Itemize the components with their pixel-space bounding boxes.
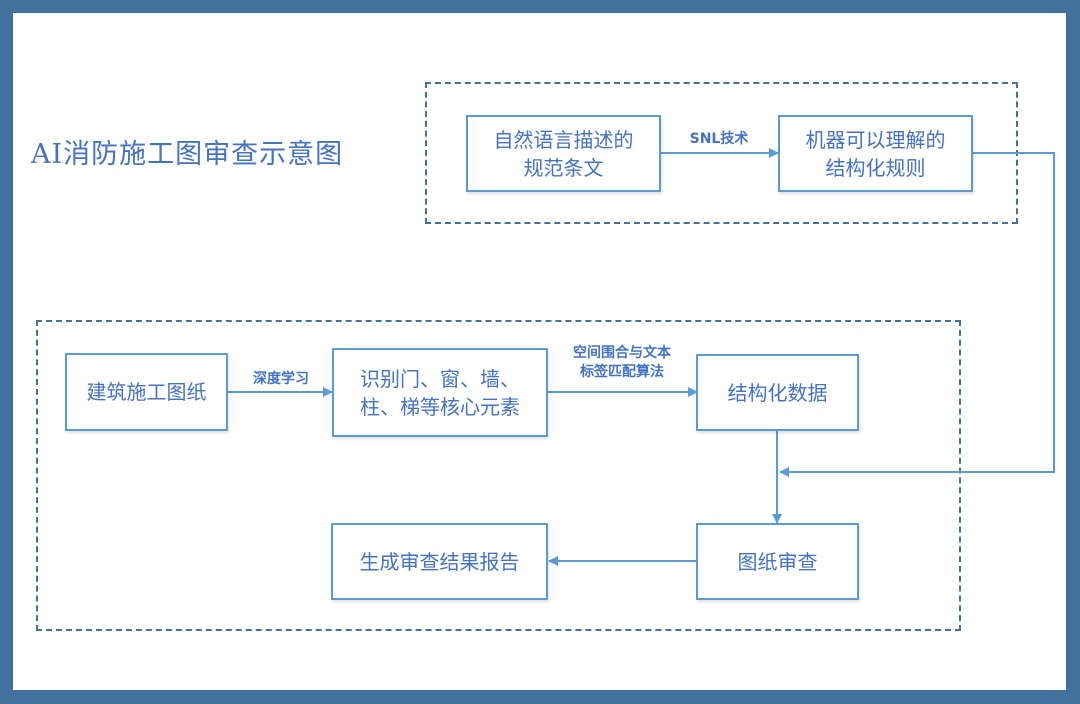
node-machine-rules: 机器可以理解的 结构化规则 xyxy=(778,115,973,192)
edge-rules-to-review xyxy=(779,152,1055,477)
node-text-line1: 识别门、窗、墙、 xyxy=(360,366,520,391)
diagram-title: AI消防施工图审查示意图 xyxy=(31,139,344,170)
node-text-line1: 自然语言描述的 xyxy=(493,127,634,152)
node-recognize-elements: 识别门、窗、墙、 柱、梯等核心元素 xyxy=(332,348,548,437)
node-text: 生成审查结果报告 xyxy=(359,549,520,574)
node-text: 结构化数据 xyxy=(727,380,828,405)
node-text: 图纸审查 xyxy=(737,549,818,574)
edge-label-matching: 空间围合与文本 标签匹配算法 xyxy=(550,344,694,382)
node-text-line1: 机器可以理解的 xyxy=(805,127,946,152)
node-text-line2: 结构化规则 xyxy=(825,155,926,180)
node-text-line2: 柱、梯等核心元素 xyxy=(360,394,520,419)
drawings-group xyxy=(36,320,961,631)
node-drawings: 建筑施工图纸 xyxy=(65,353,228,431)
node-text: 建筑施工图纸 xyxy=(86,380,207,404)
edge-label-line1: 空间围合与文本 xyxy=(573,345,671,361)
node-structured-data: 结构化数据 xyxy=(696,354,859,431)
edge-label-snl: SNL技术 xyxy=(689,131,749,147)
edge-label-line2: 标签匹配算法 xyxy=(580,364,664,380)
node-natural-language-rules: 自然语言描述的 规范条文 xyxy=(466,115,661,192)
edge-label-deep-learning: 深度学习 xyxy=(253,371,309,387)
node-drawing-review: 图纸审查 xyxy=(696,523,859,600)
node-report: 生成审查结果报告 xyxy=(331,523,548,600)
node-text-line2: 规范条文 xyxy=(523,155,604,180)
